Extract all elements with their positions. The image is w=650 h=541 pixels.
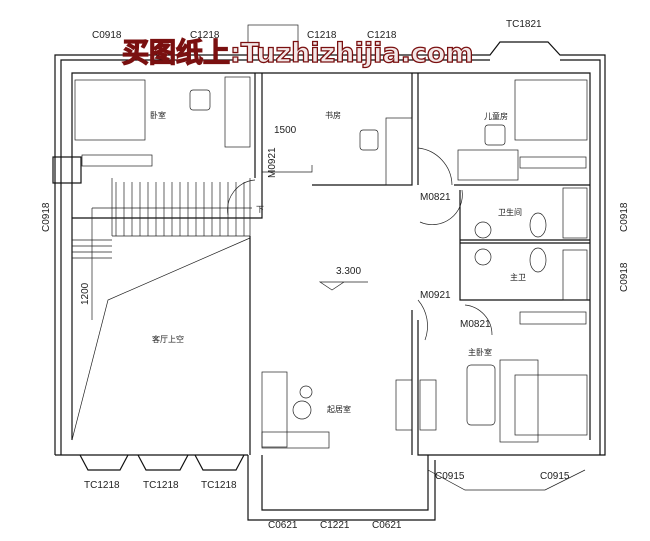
window-label: TC1218 <box>143 480 179 491</box>
room-label-master-bath: 主卫 <box>510 272 526 282</box>
sink-icon <box>474 248 492 266</box>
bathtub-icon <box>562 187 588 239</box>
study-walls <box>262 73 419 186</box>
window-label: C1218 <box>190 30 220 41</box>
watermark: 买图纸上:Tuzhizhijia.com <box>122 37 474 69</box>
bathtub-icon <box>562 249 588 301</box>
door-label: M0921 <box>420 290 451 301</box>
dimension-corridor: 1500 <box>274 125 297 136</box>
window-label: C0918 <box>92 30 122 41</box>
window-label: C1218 <box>367 30 397 41</box>
room-label-study: 书房 <box>325 110 341 120</box>
stair-and-void <box>71 178 252 455</box>
window-label: C0918 <box>41 202 52 232</box>
sofa-icon <box>261 371 288 448</box>
window-label: TC1821 <box>506 19 542 30</box>
window-label: TC1218 <box>201 480 237 491</box>
room-label-living-void: 客厅上空 <box>152 334 184 344</box>
window-label: C0621 <box>268 520 298 531</box>
window-label: C1221 <box>320 520 350 531</box>
sink-icon <box>474 221 492 239</box>
door-label: M0821 <box>460 319 491 330</box>
bedroom-walls <box>52 73 263 219</box>
dimension-stair: 1200 <box>80 282 91 305</box>
door-label: M0821 <box>420 192 451 203</box>
stair-down-label: 下 <box>256 205 264 214</box>
bed-icon <box>74 79 146 141</box>
bay-windows <box>55 454 248 471</box>
room-label-bedroom: 卧室 <box>150 110 166 120</box>
bathroom-walls <box>419 187 590 336</box>
window-label: C0915 <box>435 471 465 482</box>
window-label: C0918 <box>619 202 630 232</box>
window-label: C0915 <box>540 471 570 482</box>
elevation-marker <box>318 281 368 291</box>
sofa-icon <box>466 364 496 426</box>
window-label: C1218 <box>307 30 337 41</box>
tv-icon <box>395 379 413 431</box>
bed-icon <box>514 374 588 436</box>
exterior-walls <box>54 24 606 456</box>
children-room-walls <box>417 79 590 186</box>
room-label-children-room: 儿童房 <box>484 111 508 121</box>
family-room-walls <box>247 310 437 521</box>
room-label-bathroom: 卫生间 <box>498 207 522 217</box>
window-label: TC1218 <box>84 480 120 491</box>
tv-icon <box>419 379 437 431</box>
door-label: M0921 <box>267 147 278 178</box>
chair-icon <box>189 89 211 111</box>
room-label-master-bedroom: 主卧室 <box>468 347 492 357</box>
master-bedroom-walls <box>417 299 590 491</box>
desk-icon <box>224 76 251 148</box>
elevation-label: 3.300 <box>336 266 361 277</box>
window-label: C0918 <box>619 262 630 292</box>
room-label-family-room: 起居室 <box>327 404 351 414</box>
window-label: C0621 <box>372 520 402 531</box>
